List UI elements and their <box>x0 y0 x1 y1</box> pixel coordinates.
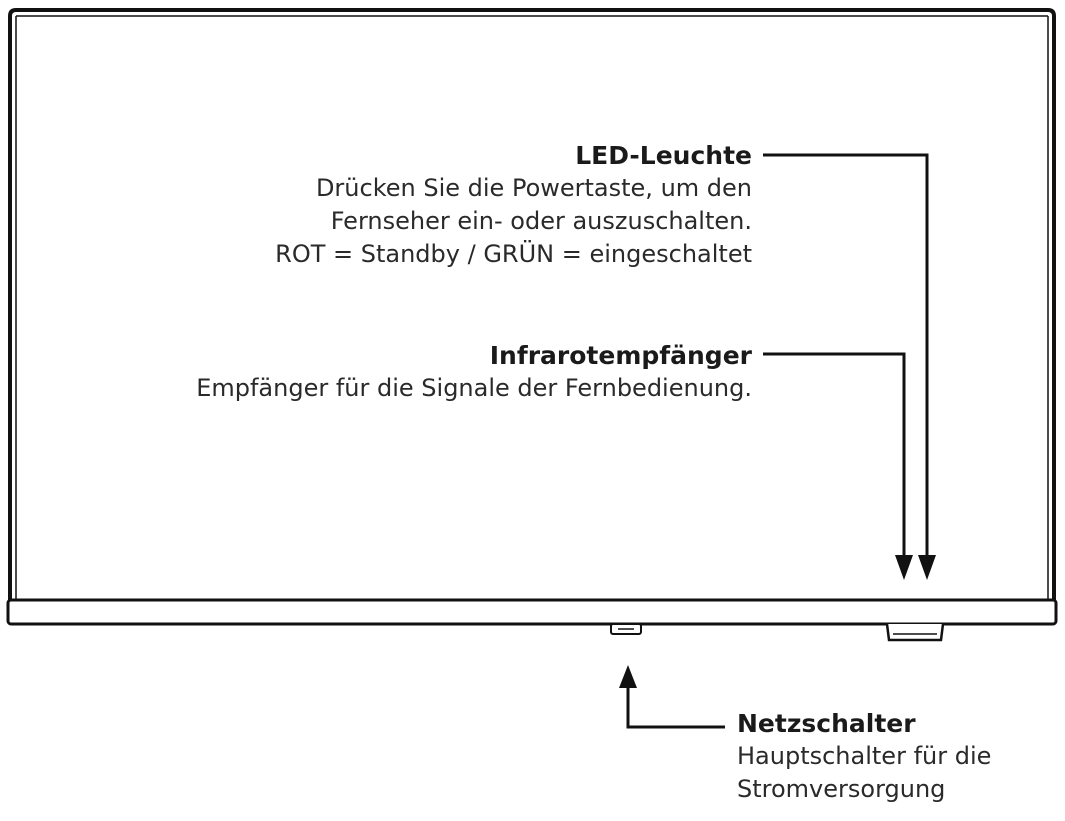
ir-leader-line <box>763 352 906 560</box>
power-switch-callout: Netzschalter Hauptschalter für die Strom… <box>737 708 991 806</box>
led-callout: LED-Leuchte Drücken Sie die Powertaste, … <box>275 140 752 271</box>
led-leader-line <box>763 153 929 560</box>
led-desc-line-2: Fernseher ein- oder auszuschalten. <box>330 207 752 235</box>
ir-desc-line-1: Empfänger für die Signale der Fernbedien… <box>196 374 752 402</box>
led-desc-line-3: ROT = Standby / GRÜN = eingeschaltet <box>275 240 752 268</box>
tv-screen-frame <box>8 8 1056 600</box>
power-switch-nub <box>610 623 642 635</box>
tv-body <box>6 8 1058 626</box>
ir-title: Infrarotempfänger <box>489 341 752 370</box>
led-ir-housing <box>885 623 945 642</box>
led-arrow-icon <box>918 555 936 580</box>
ir-callout: Infrarotempfänger Empfänger für die Sign… <box>196 340 752 405</box>
power-arrow-icon <box>619 665 637 688</box>
tv-bottom-bezel <box>6 598 1058 626</box>
power-leader <box>619 665 725 729</box>
led-title: LED-Leuchte <box>575 141 752 170</box>
led-desc-line-1: Drücken Sie die Powertaste, um den <box>315 174 752 202</box>
power-switch-desc-line-1: Hauptschalter für die <box>737 742 992 770</box>
led-leader <box>763 153 936 580</box>
ir-arrow-icon <box>895 555 913 580</box>
ir-leader <box>763 352 913 580</box>
power-switch-desc-line-2: Stromversorgung <box>737 775 946 803</box>
power-switch-title: Netzschalter <box>737 709 916 738</box>
power-leader-line <box>626 680 725 729</box>
